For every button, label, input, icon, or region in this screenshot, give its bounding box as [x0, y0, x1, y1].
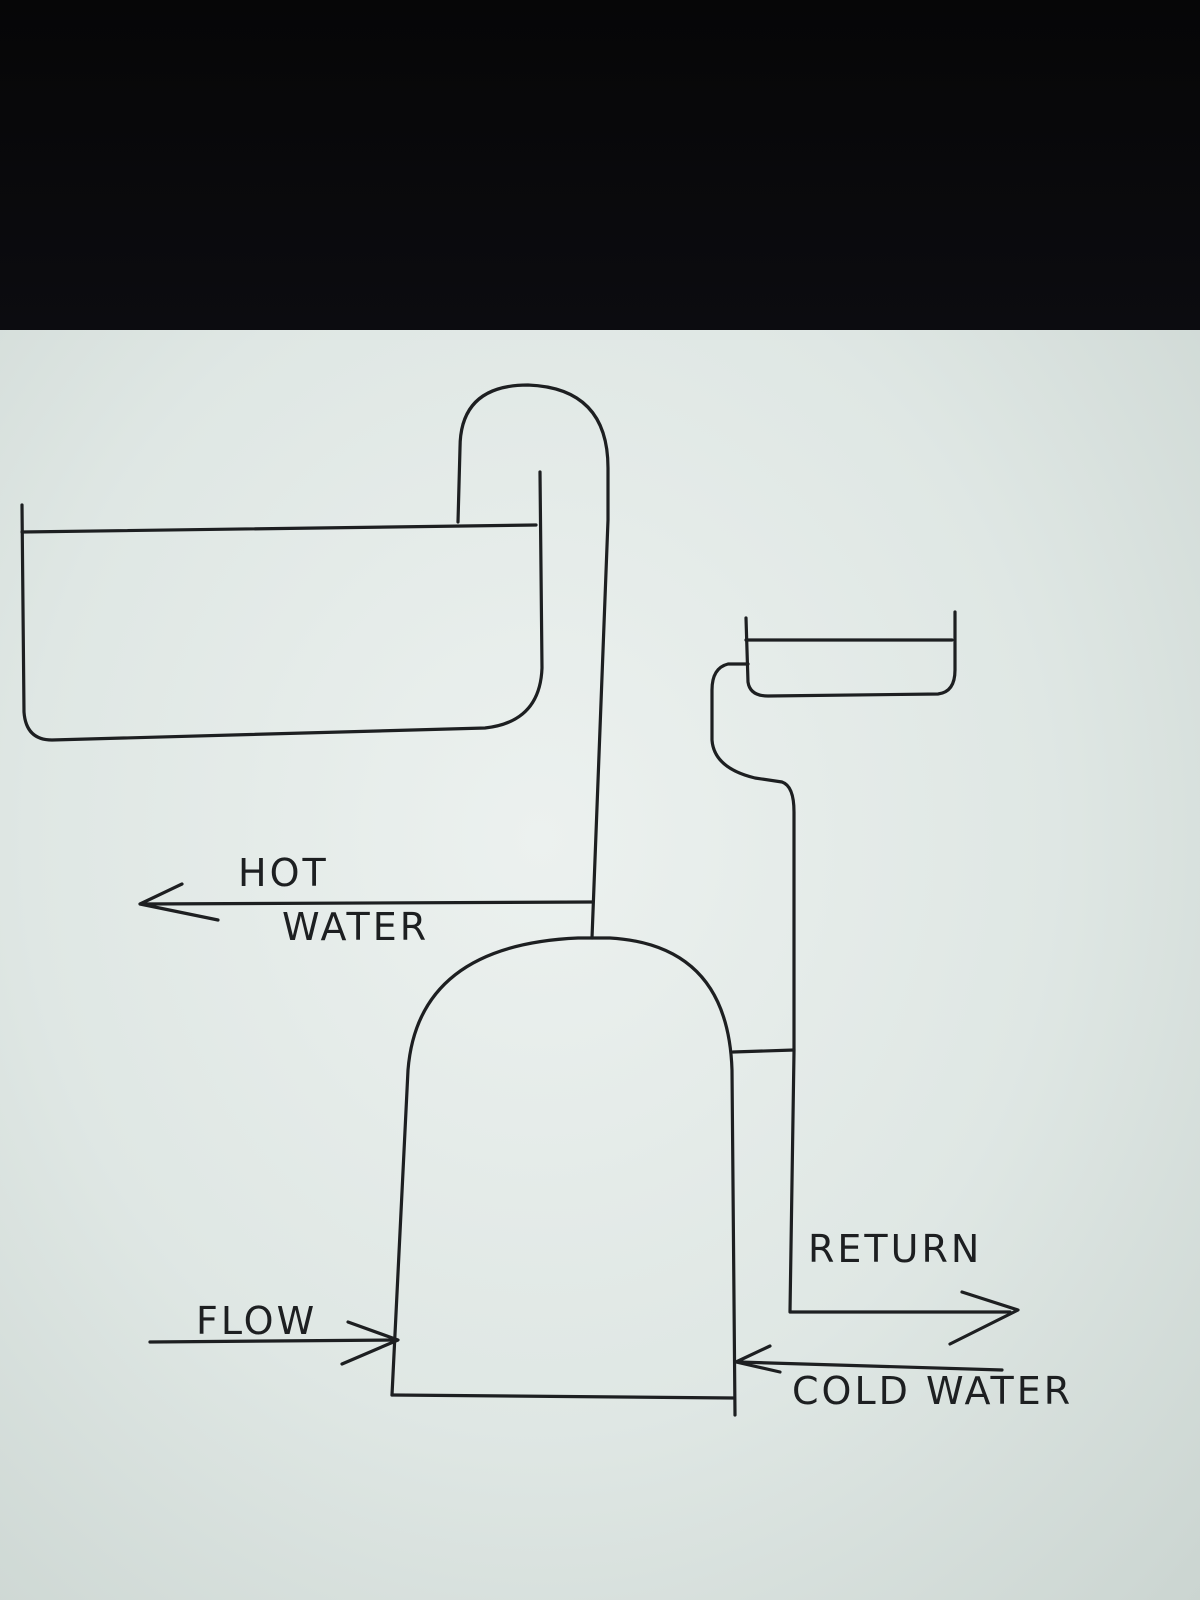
cold-water-pipe [736, 1360, 1004, 1372]
cylinder-base [390, 1393, 735, 1400]
large-tank-water-line [20, 523, 538, 534]
hot-water-label-line2: WATER [282, 905, 429, 949]
flow-pipe [148, 1338, 398, 1344]
hot-water-pipe [140, 900, 594, 906]
return-label: RETURN [808, 1227, 982, 1271]
hot-water-label-line1: HOT [238, 851, 329, 895]
cylinder-connection-pipe [731, 1048, 796, 1054]
cold-water-arrow-icon [734, 1344, 782, 1374]
cold-water-label: COLD WATER [792, 1369, 1073, 1413]
paper-sheet [0, 330, 1200, 1600]
feed-pipe [710, 662, 1012, 1314]
hot-water-arrow-icon [138, 882, 220, 922]
vent-pipe-loop [456, 383, 610, 940]
flow-arrow-icon [340, 1320, 400, 1366]
small-tank [744, 610, 957, 698]
return-arrow-icon [948, 1290, 1020, 1346]
dark-background [0, 0, 1200, 336]
flow-label: FLOW [196, 1299, 317, 1343]
cylinder [390, 936, 737, 1417]
large-tank [20, 470, 544, 742]
